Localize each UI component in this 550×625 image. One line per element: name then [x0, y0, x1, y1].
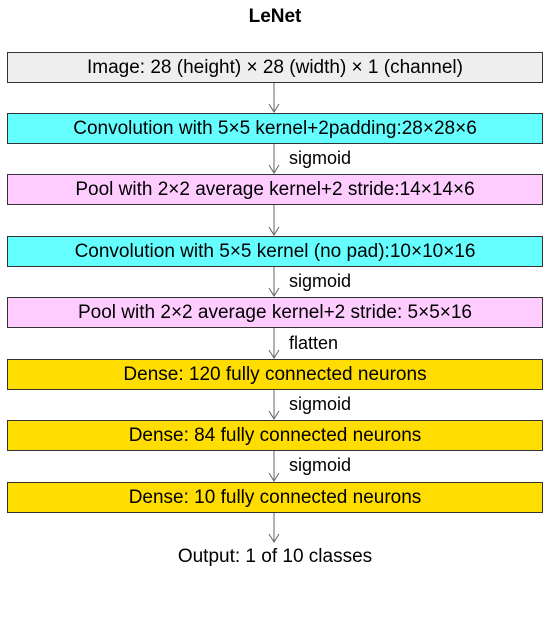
output-label: Output: 1 of 10 classes — [177, 546, 373, 567]
arrow-down-icon — [268, 390, 280, 420]
arrow-down-icon — [268, 267, 280, 297]
layer-conv1: Convolution with 5×5 kernel+2padding:28×… — [7, 113, 543, 144]
arrow-down-icon — [268, 83, 280, 113]
edge-label-sigmoid-3: sigmoid — [289, 394, 352, 414]
arrow-down-icon — [268, 451, 280, 482]
layer-dense-120: Dense: 120 fully connected neurons — [7, 359, 543, 390]
layer-pool2: Pool with 2×2 average kernel+2 stride: 5… — [7, 297, 543, 328]
edge-label-sigmoid-2: sigmoid — [289, 271, 352, 291]
layer-conv2: Convolution with 5×5 kernel (no pad):10×… — [7, 236, 543, 267]
layer-dense-84: Dense: 84 fully connected neurons — [7, 420, 543, 451]
arrow-down-icon — [268, 205, 280, 236]
edge-label-sigmoid-4: sigmoid — [289, 455, 352, 475]
arrow-down-icon — [268, 144, 280, 174]
arrow-down-icon — [268, 513, 280, 543]
diagram-title: LeNet — [248, 6, 302, 27]
layer-dense-10: Dense: 10 fully connected neurons — [7, 482, 543, 513]
layer-pool1: Pool with 2×2 average kernel+2 stride:14… — [7, 174, 543, 205]
layer-input-image: Image: 28 (height) × 28 (width) × 1 (cha… — [7, 52, 543, 83]
arrow-down-icon — [268, 328, 280, 359]
edge-label-sigmoid-1: sigmoid — [289, 148, 352, 168]
edge-label-flatten: flatten — [289, 333, 339, 353]
